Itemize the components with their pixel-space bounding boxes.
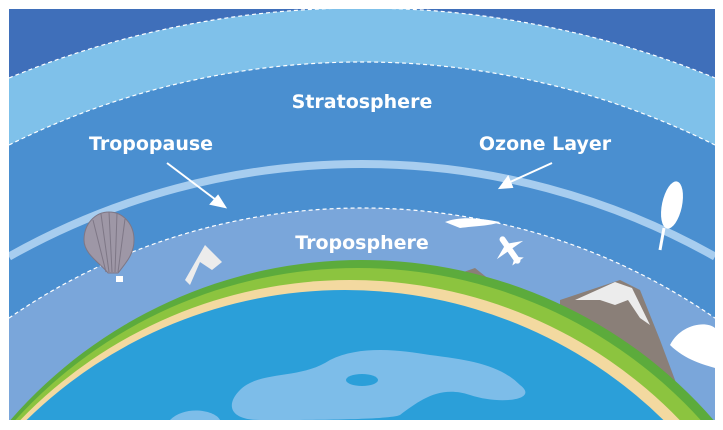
ocean-island-shape xyxy=(346,374,378,386)
ozone-layer-band xyxy=(9,159,715,261)
tropopause-arrow xyxy=(166,162,221,204)
cloud-icon xyxy=(445,218,500,228)
stratosphere-boundary xyxy=(9,61,715,146)
tropopause-line xyxy=(9,207,715,319)
ocean-light-patches xyxy=(170,350,526,420)
hot-air-balloon-icon xyxy=(83,211,135,282)
ozone-arrow xyxy=(507,162,553,184)
tropopause-arrowhead xyxy=(209,194,228,209)
stratosphere-label: Stratosphere xyxy=(292,91,433,113)
weather-balloon-icon xyxy=(658,181,683,251)
ozone-layer-label: Ozone Layer xyxy=(479,133,612,155)
troposphere-label: Troposphere xyxy=(295,232,429,254)
ozone-arrowhead xyxy=(497,174,514,190)
cloud-icon xyxy=(670,324,715,368)
tropopause-label: Tropopause xyxy=(89,133,213,155)
